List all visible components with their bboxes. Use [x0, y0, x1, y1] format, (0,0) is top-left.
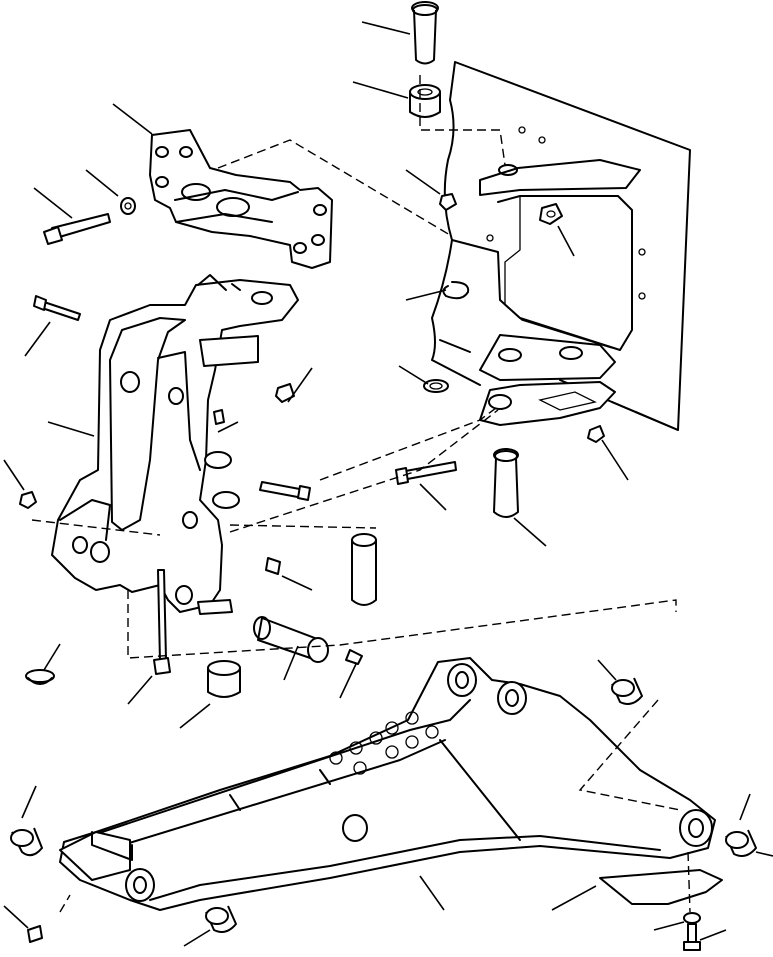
grease-fitting-pin	[345, 649, 363, 665]
nut	[275, 383, 295, 403]
washer	[120, 197, 136, 215]
bushing-arm-left	[10, 827, 43, 857]
bolt-left	[33, 295, 81, 321]
clip	[439, 193, 457, 211]
plug-cap	[25, 669, 55, 685]
callout-leaders	[3, 21, 773, 947]
boom-holes	[329, 711, 439, 775]
boom-arm	[59, 657, 716, 911]
frame-plate	[431, 61, 691, 431]
bushing-arm-top	[611, 677, 643, 705]
pivot-pin	[253, 616, 329, 663]
bracket-spacer	[204, 409, 240, 509]
bolt-long	[43, 213, 111, 245]
bolt-pin-lower	[395, 461, 457, 485]
bushing-arm-right	[725, 829, 757, 857]
hinge-pin-top	[411, 1, 439, 65]
bolt-bracket-side	[259, 481, 311, 501]
frame-lower-lug	[479, 334, 616, 426]
assembly-lines	[31, 75, 691, 913]
bolt-guard	[683, 912, 701, 951]
snap-ring	[442, 281, 470, 300]
nut-frame	[539, 203, 563, 225]
nut-left	[19, 491, 37, 509]
pin-lower	[493, 448, 519, 518]
bolt-vertical	[153, 569, 171, 675]
guard-plate	[599, 869, 723, 905]
grease-fitting	[265, 557, 281, 575]
bushing-bottom	[207, 660, 241, 698]
grease-fitting-arm	[27, 925, 43, 943]
pin-sleeve	[351, 533, 377, 606]
mounting-bracket-upper	[149, 129, 333, 269]
swing-bracket	[51, 274, 299, 615]
bushing-top	[409, 84, 441, 118]
lock-washer	[423, 379, 449, 393]
bushing-arm-bottom	[205, 905, 237, 933]
nut-lower	[587, 425, 605, 443]
